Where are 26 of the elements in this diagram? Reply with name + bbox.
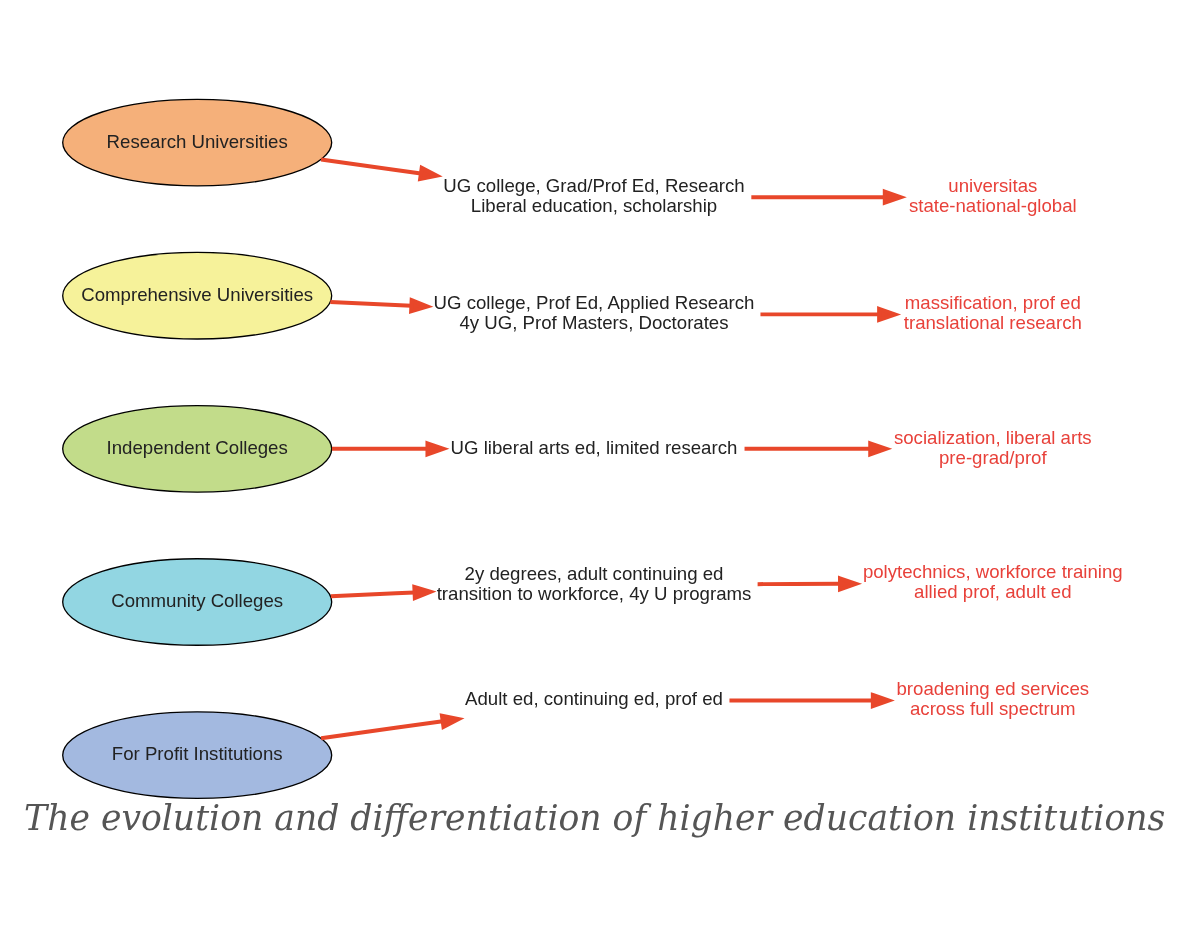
node-ellipse: Research Universities xyxy=(62,98,333,187)
arrow xyxy=(320,712,465,740)
node-ellipse: For Profit Institutions xyxy=(62,710,333,799)
node-ellipse: Community Colleges xyxy=(62,557,333,646)
node-ellipse: Independent Colleges xyxy=(62,404,333,493)
node-text: polytechnics, workforce training allied prof, adult ed xyxy=(862,560,1123,602)
node-text: UG liberal arts ed, limited research xyxy=(450,436,738,458)
arrow xyxy=(330,296,434,314)
arrow xyxy=(744,439,893,457)
arrow xyxy=(751,188,907,206)
node-text: UG college, Prof Ed, Applied Research 4y UG, Prof Masters, Doctorates xyxy=(433,291,755,333)
arrow xyxy=(330,583,437,601)
arrow xyxy=(320,157,443,181)
node-text: universitas state-national-global xyxy=(908,174,1077,216)
node-text: 2y degrees, adult continuing ed transition to workforce, 4y U programs xyxy=(436,562,752,604)
arrow xyxy=(757,574,863,592)
node-text: UG college, Grad/Prof Ed, Research Liberal education, scholarship xyxy=(443,174,745,216)
arrow xyxy=(729,691,895,709)
arrow xyxy=(760,305,902,323)
node-text: socialization, liberal arts pre-grad/prof xyxy=(893,426,1092,468)
node-text: Adult ed, continuing ed, prof ed xyxy=(465,687,723,709)
node-text: massification, prof ed translational research xyxy=(903,291,1082,333)
arrow xyxy=(331,439,450,457)
node-text: broadening ed services across full spectrum xyxy=(896,677,1090,719)
caption: The evolution and differentiation of higher education institutions xyxy=(24,797,1166,838)
node-ellipse: Comprehensive Universities xyxy=(62,251,333,340)
